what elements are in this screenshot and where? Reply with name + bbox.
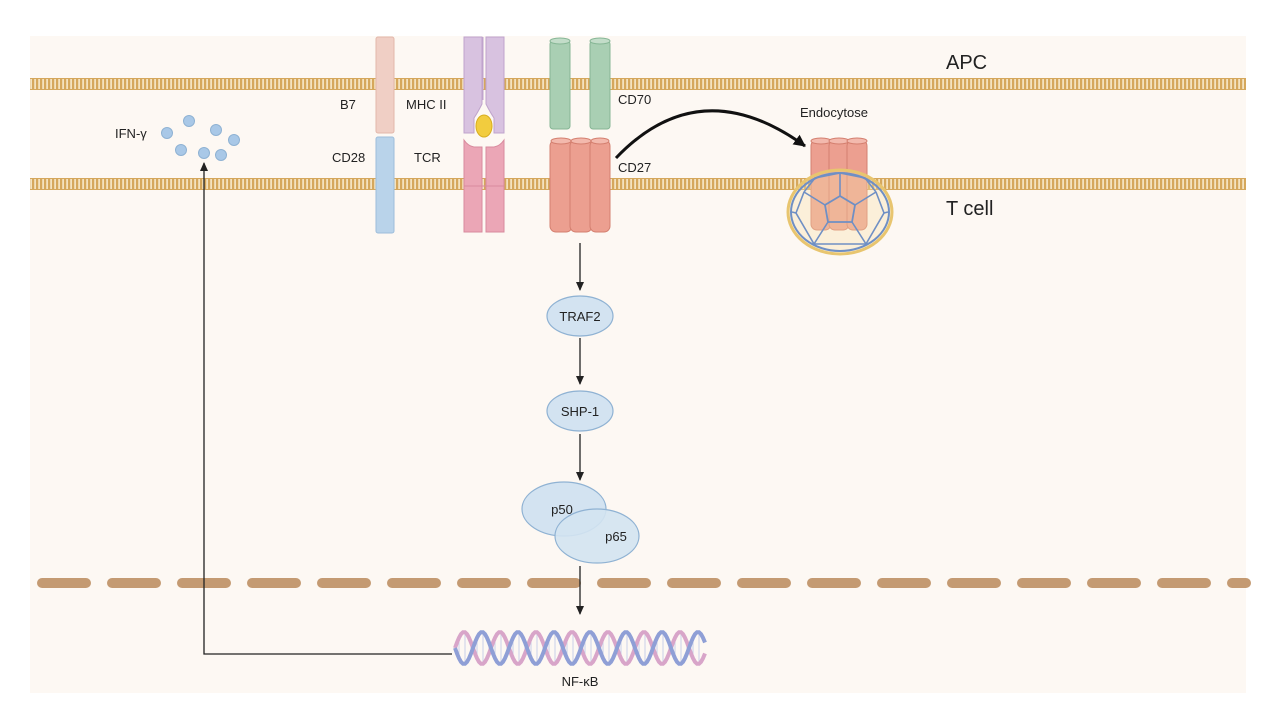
p65-label: p65 bbox=[605, 529, 627, 544]
apc-membrane bbox=[30, 78, 1246, 90]
cd27-label: CD27 bbox=[618, 160, 651, 175]
shp1-label: SHP-1 bbox=[561, 404, 599, 419]
p65-node bbox=[554, 508, 640, 564]
t-cell-label: T cell bbox=[946, 198, 993, 220]
b7-receptor bbox=[375, 36, 395, 134]
shp1-node bbox=[546, 390, 614, 432]
antigen-peptide bbox=[475, 114, 493, 138]
traf2-node bbox=[546, 295, 614, 337]
mhc2-receptor bbox=[463, 36, 505, 134]
p50-label: p50 bbox=[551, 502, 573, 517]
b7-label: B7 bbox=[340, 97, 356, 112]
cd28-receptor bbox=[375, 136, 395, 234]
arrow-nfkb-to-ifn-gamma bbox=[200, 162, 452, 655]
mhc2-label: MHC II bbox=[406, 97, 446, 112]
nfkb-label: NF-κB bbox=[562, 674, 599, 689]
tcr-label: TCR bbox=[414, 150, 441, 165]
endocytosis-arrow bbox=[614, 109, 806, 160]
cd70-label: CD70 bbox=[618, 92, 651, 107]
cd70-ligand bbox=[549, 37, 611, 130]
cd28-label: CD28 bbox=[332, 150, 365, 165]
apc-label: APC bbox=[946, 52, 987, 74]
dna-helix bbox=[453, 630, 707, 666]
ifn-gamma-label: IFN-γ bbox=[115, 126, 147, 141]
tcr-receptor bbox=[463, 138, 505, 233]
clathrin-coated-vesicle bbox=[786, 168, 894, 256]
traf2-label: TRAF2 bbox=[559, 309, 600, 324]
ifn-gamma-molecules bbox=[161, 115, 240, 161]
cd27-receptor bbox=[549, 137, 611, 233]
endocytose-label: Endocytose bbox=[800, 105, 868, 120]
t-cell-membrane bbox=[30, 178, 1246, 190]
dna-strand-a bbox=[453, 630, 707, 666]
